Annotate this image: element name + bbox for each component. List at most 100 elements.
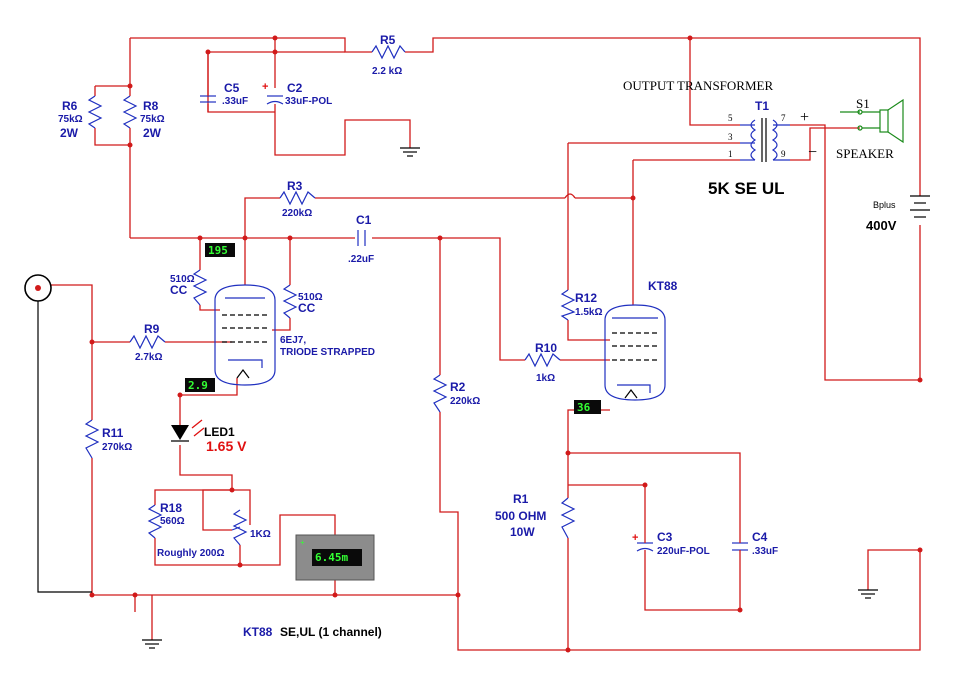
svg-text:TRIODE STRAPPED: TRIODE STRAPPED xyxy=(280,347,375,358)
capacitor-c4: C4 .33uF xyxy=(732,525,778,560)
svg-text:+: + xyxy=(800,109,809,126)
current-meter: 6.45m + xyxy=(295,534,375,581)
ground-symbol xyxy=(858,589,878,599)
svg-text:7: 7 xyxy=(781,113,786,123)
svg-text:6EJ7,: 6EJ7, xyxy=(280,335,306,346)
svg-text:.33uF: .33uF xyxy=(222,96,248,107)
svg-text:560Ω: 560Ω xyxy=(160,516,185,527)
svg-text:5K SE UL: 5K SE UL xyxy=(708,179,785,198)
svg-text:5: 5 xyxy=(728,113,733,123)
svg-text:R10: R10 xyxy=(535,341,557,355)
meter-plate-driver: 195 xyxy=(205,243,235,257)
capacitor-c1: C1 .22uF xyxy=(348,213,374,265)
svg-text:510Ω: 510Ω xyxy=(298,292,323,303)
svg-text:2.7kΩ: 2.7kΩ xyxy=(135,352,162,363)
svg-text:1kΩ: 1kΩ xyxy=(536,373,555,384)
resistor-r18: R18 560Ω xyxy=(147,501,185,539)
input-terminal xyxy=(24,274,52,302)
svg-text:2W: 2W xyxy=(60,126,79,140)
svg-text:510Ω: 510Ω xyxy=(170,274,195,285)
svg-text:6.45m: 6.45m xyxy=(315,551,348,564)
svg-text:C4: C4 xyxy=(752,530,768,544)
svg-text:33uF-POL: 33uF-POL xyxy=(285,96,332,107)
svg-text:C2: C2 xyxy=(287,81,303,95)
potentiometer: 1KΩ Roughly 200Ω xyxy=(157,509,271,559)
svg-text:Bplus: Bplus xyxy=(873,200,896,210)
resistor-r6: R6 75kΩ 2W xyxy=(58,95,103,140)
resistor-r11: R11 270kΩ xyxy=(84,419,132,459)
svg-text:195: 195 xyxy=(208,244,228,257)
svg-text:R12: R12 xyxy=(575,291,597,305)
resistor-r1: R1 500 OHM 10W xyxy=(495,492,576,539)
svg-text:9: 9 xyxy=(781,149,786,159)
svg-text:R8: R8 xyxy=(143,99,159,113)
svg-text:T1: T1 xyxy=(755,99,769,113)
resistor-r10: R10 1kΩ xyxy=(524,341,561,384)
svg-text:CC: CC xyxy=(298,301,316,315)
svg-text:R5: R5 xyxy=(380,33,396,47)
svg-text:R2: R2 xyxy=(450,380,466,394)
resistor-r8: R8 75kΩ 2W xyxy=(122,95,165,140)
svg-text:+: + xyxy=(262,81,268,93)
svg-text:+: + xyxy=(632,532,638,544)
svg-text:C5: C5 xyxy=(224,81,240,95)
svg-text:2W: 2W xyxy=(143,126,162,140)
svg-text:−: − xyxy=(808,144,817,161)
svg-text:SE,UL (1 channel): SE,UL (1 channel) xyxy=(280,625,382,639)
svg-text:KT88: KT88 xyxy=(648,279,678,293)
resistor-510-cc-right: 510Ω CC xyxy=(282,284,323,319)
svg-text:S1: S1 xyxy=(856,96,870,111)
capacitor-c2: + C2 33uF-POL xyxy=(262,81,332,107)
capacitor-c3: + C3 220uF-POL xyxy=(632,525,710,560)
svg-text:LED1: LED1 xyxy=(204,425,235,439)
ground-symbol xyxy=(400,147,420,157)
svg-text:220uF-POL: 220uF-POL xyxy=(657,546,710,557)
svg-text:R1: R1 xyxy=(513,492,529,506)
svg-text:1.65 V: 1.65 V xyxy=(206,438,247,454)
meter-cathode-output: 36 xyxy=(574,400,601,414)
svg-text:Roughly 200Ω: Roughly 200Ω xyxy=(157,548,224,559)
resistor-r12: R12 1.5kΩ xyxy=(560,289,602,321)
resistor-r2: R2 220kΩ xyxy=(432,374,480,413)
svg-text:1: 1 xyxy=(728,149,733,159)
tube-6ej7: 6EJ7, TRIODE STRAPPED xyxy=(214,284,375,386)
svg-text:3: 3 xyxy=(728,132,733,142)
svg-text:220kΩ: 220kΩ xyxy=(450,396,480,407)
meter-cathode-driver: 2.9 xyxy=(185,378,215,392)
capacitor-c5: C5 .33uF xyxy=(200,52,248,107)
led-led1: LED1 1.65 V xyxy=(171,419,247,454)
svg-text:R3: R3 xyxy=(287,179,303,193)
svg-text:75kΩ: 75kΩ xyxy=(140,114,165,125)
svg-text:CC: CC xyxy=(170,283,188,297)
svg-text:SPEAKER: SPEAKER xyxy=(836,146,894,161)
svg-text:R11: R11 xyxy=(102,426,124,440)
svg-text:2.2 kΩ: 2.2 kΩ xyxy=(372,66,402,77)
svg-text:.33uF: .33uF xyxy=(752,546,778,557)
svg-text:10W: 10W xyxy=(510,525,535,539)
svg-text:500 OHM: 500 OHM xyxy=(495,509,546,523)
resistor-r9: R9 2.7kΩ xyxy=(129,322,166,363)
svg-text:270kΩ: 270kΩ xyxy=(102,442,132,453)
svg-text:KT88: KT88 xyxy=(243,625,273,639)
resistor-510-cc-left: 510Ω CC xyxy=(170,269,208,306)
svg-text:R9: R9 xyxy=(144,322,160,336)
svg-text:36: 36 xyxy=(577,401,591,414)
circuit-title: KT88 SE,UL (1 channel) xyxy=(243,625,382,639)
svg-text:+: + xyxy=(300,538,305,547)
resistor-r3: R3 220kΩ xyxy=(279,179,316,219)
junction-dots xyxy=(89,35,923,653)
svg-text:75kΩ: 75kΩ xyxy=(58,114,83,125)
svg-text:R6: R6 xyxy=(62,99,78,113)
tube-kt88: KT88 xyxy=(604,279,678,401)
output-transformer: OUTPUT TRANSFORMER T1 5 3 1 7 9 + − 5K S… xyxy=(623,78,817,198)
svg-text:1.5kΩ: 1.5kΩ xyxy=(575,307,602,318)
resistor-r5: R5 2.2 kΩ xyxy=(371,33,406,77)
svg-text:C1: C1 xyxy=(356,213,372,227)
svg-text:OUTPUT TRANSFORMER: OUTPUT TRANSFORMER xyxy=(623,78,773,93)
svg-text:220kΩ: 220kΩ xyxy=(282,208,312,219)
svg-text:.22uF: .22uF xyxy=(348,254,374,265)
svg-text:R18: R18 xyxy=(160,501,182,515)
ground-symbol xyxy=(142,639,162,649)
battery-bplus: Bplus 400V xyxy=(866,195,930,233)
